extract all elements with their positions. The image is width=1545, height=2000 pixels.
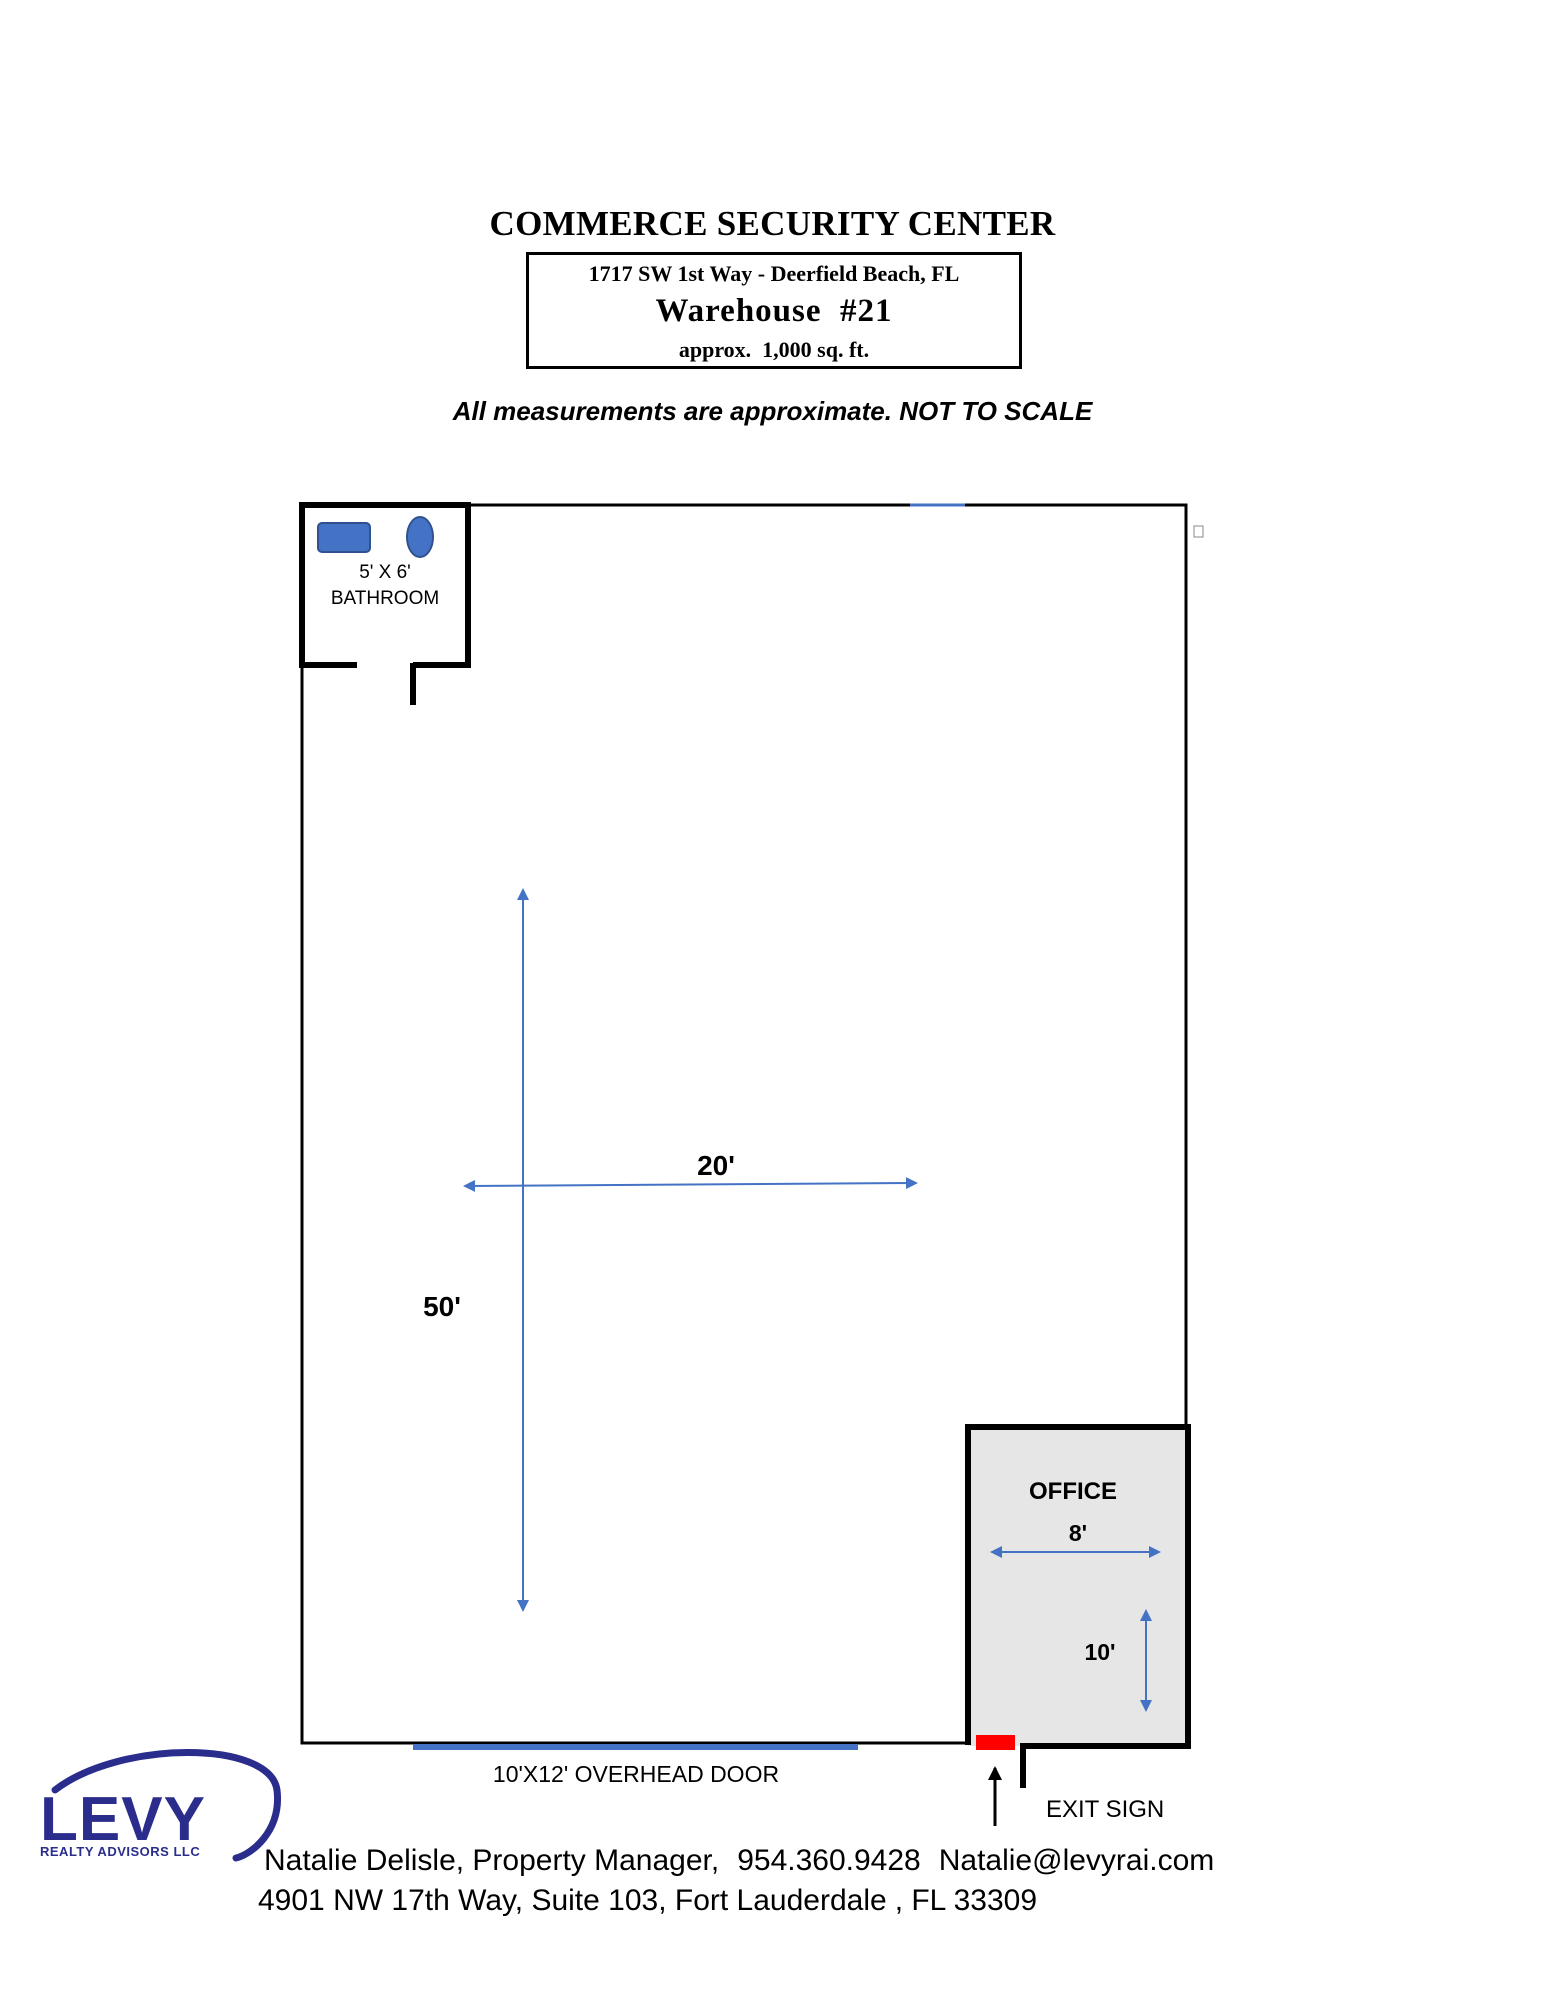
property-address: 1717 SW 1st Way - Deerfield Beach, FL [588,261,960,286]
exit-sign-label: EXIT SIGN [1046,1796,1164,1823]
unit-name: Warehouse #21 [655,293,893,329]
warehouse-outline [300,503,1188,1745]
toilet-icon [406,516,434,558]
property-title: COMMERCE SECURITY CENTER [489,204,1056,243]
office-city-state-zip: , FL 33309 [894,1884,1038,1917]
sink-icon [317,522,371,553]
bathroom: 5' X 6' BATHROOM [299,502,471,705]
contact-name: Natalie Delisle, Property Manager, [264,1844,720,1877]
bathroom-label: BATHROOM [331,588,439,609]
property-info-box: 1717 SW 1st Way - Deerfield Beach, FL Wa… [526,252,1022,369]
contact-phone[interactable]: 954.360.9428 [737,1844,921,1877]
office: OFFICE 8' 10' [965,1424,1191,1788]
logo-tagline: REALTY ADVISORS LLC [40,1844,200,1859]
office-length-label: 10' [1084,1639,1115,1665]
scale-disclaimer: All measurements are approximate. NOT TO… [452,396,1093,426]
overhead-door-label: 10'X12' OVERHEAD DOOR [493,1761,779,1787]
width-dimension-arrow [463,1177,918,1192]
office-label: OFFICE [1029,1478,1117,1505]
office-width-label: 8' [1069,1520,1087,1546]
length-dimension-label: 50' [423,1291,461,1322]
office-street: 4901 NW 17th Way, Suite 103, Fort Lauder… [258,1884,887,1917]
contact-email[interactable]: Natalie@levyrai.com [938,1844,1215,1877]
levy-logo: LEVY REALTY ADVISORS LLC [40,1749,281,1862]
bathroom-size-label: 5' X 6' [359,562,411,583]
corner-marker [1193,525,1204,538]
footer-contact-line: Natalie Delisle, Property Manager, 954.36… [264,1844,1214,1878]
width-dimension-label: 20' [697,1150,735,1181]
footer-address-line: 4901 NW 17th Way, Suite 103, Fort Lauder… [258,1884,1045,1918]
unit-area: approx. 1,000 sq. ft. [678,337,870,362]
exit-sign-marker [976,1735,1015,1750]
logo-wordmark: LEVY [40,1785,206,1854]
